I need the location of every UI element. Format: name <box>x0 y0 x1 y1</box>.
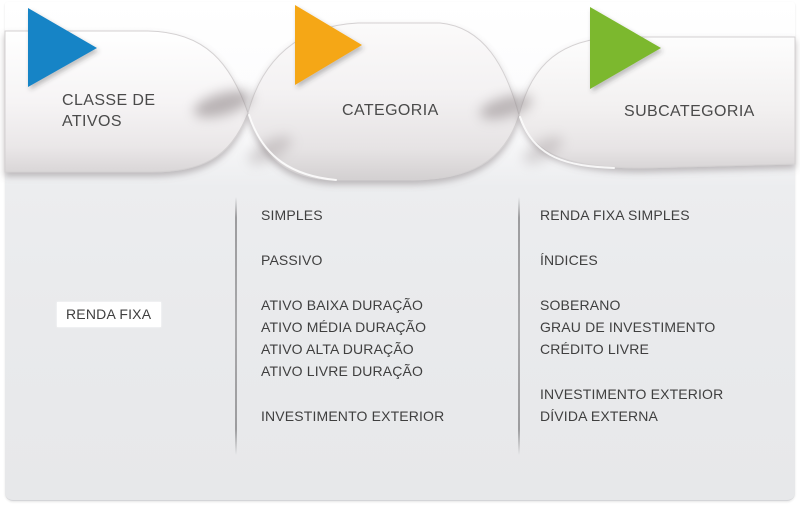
list-item: ATIVO LIVRE DURAÇÃO <box>261 363 424 379</box>
item-group: PASSIVO <box>261 249 444 271</box>
subcategoria-list: RENDA FIXA SIMPLES ÍNDICES SOBERANO GRAU DE… <box>540 204 723 450</box>
list-item: ATIVO ALTA DURAÇÃO <box>261 341 414 357</box>
list-item: PASSIVO <box>261 252 323 268</box>
step-label-categoria: CATEGORIA <box>342 102 439 119</box>
list-item: ÍNDICES <box>540 252 598 268</box>
item-group: INVESTIMENTO EXTERIOR DÍVIDA EXTERNA <box>540 383 723 427</box>
list-item: SOBERANO <box>540 297 621 313</box>
list-item: ATIVO MÉDIA DURAÇÃO <box>261 319 427 335</box>
list-item: ATIVO BAIXA DURAÇÃO <box>261 297 424 313</box>
list-item: DÍVIDA EXTERNA <box>540 408 659 424</box>
item-group: SOBERANO GRAU DE INVESTIMENTO CRÉDITO LIVR… <box>540 294 723 360</box>
column-divider-left <box>235 197 237 455</box>
list-item: INVESTIMENTO EXTERIOR <box>540 386 724 402</box>
step-label-subcategoria: SUBCATEGORIA <box>624 103 755 120</box>
item-group: ATIVO BAIXA DURAÇÃO ATIVO MÉDIA DURAÇÃO AT… <box>261 294 444 382</box>
item-group: RENDA FIXA SIMPLES <box>540 204 723 226</box>
column-divider-right <box>518 197 520 455</box>
list-item: SIMPLES <box>261 207 323 223</box>
list-item: CRÉDITO LIVRE <box>540 341 650 357</box>
list-item: GRAU DE INVESTIMENTO <box>540 319 716 335</box>
item-group: ÍNDICES <box>540 249 723 271</box>
asset-class-badge: RENDA FIXA <box>57 302 162 327</box>
item-group: INVESTIMENTO EXTERIOR <box>261 405 444 427</box>
step-label-classe-de-ativos: CLASSE DE ATIVOS <box>62 92 156 130</box>
categoria-list: SIMPLES PASSIVO ATIVO BAIXA DURAÇÃO ATIVO M… <box>261 204 444 450</box>
list-item: INVESTIMENTO EXTERIOR <box>261 408 445 424</box>
item-group: SIMPLES <box>261 204 444 226</box>
list-item: RENDA FIXA SIMPLES <box>540 207 690 223</box>
